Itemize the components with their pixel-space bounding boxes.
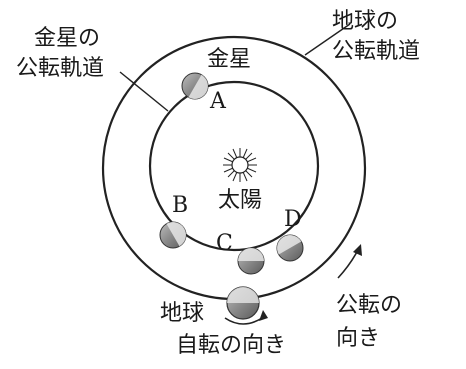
- venus-label: 金星: [207, 47, 251, 72]
- venus-orbit-leader: [119, 71, 169, 112]
- sun-icon: [223, 148, 257, 182]
- earth-orbit-leader: [304, 23, 351, 56]
- venus-position-a: [181, 72, 209, 100]
- venus-orbit: [148, 80, 320, 252]
- venus-orbit-label-line1: 金星の: [34, 26, 100, 51]
- rotation-arrow: [224, 317, 263, 325]
- venus-position-d: [276, 234, 304, 262]
- position-label-d: D: [284, 207, 302, 232]
- revolution-arrowhead-icon: [353, 244, 362, 256]
- revolution-label-line1: 公転の: [336, 293, 402, 318]
- earth-orbit-label-line1: 地球の: [332, 9, 398, 34]
- earth-planet: [226, 286, 260, 320]
- venus-position-b: [159, 221, 187, 249]
- venus-orbit-label-line2: 公転軌道: [16, 56, 104, 81]
- position-label-c: C: [216, 231, 233, 256]
- revolution-arrow: [337, 249, 359, 279]
- rotation-arrowhead-icon: [259, 310, 268, 321]
- earth-label: 地球: [160, 301, 204, 326]
- rotation-direction-label: 自転の向き: [176, 333, 286, 358]
- revolution-label-line2: 向き: [336, 326, 380, 351]
- position-label-a: A: [209, 89, 227, 114]
- earth-orbit-label-line2: 公転軌道: [332, 39, 420, 64]
- sun-label: 太陽: [218, 188, 262, 213]
- venus-position-c: [237, 247, 265, 275]
- position-label-b: B: [172, 193, 188, 218]
